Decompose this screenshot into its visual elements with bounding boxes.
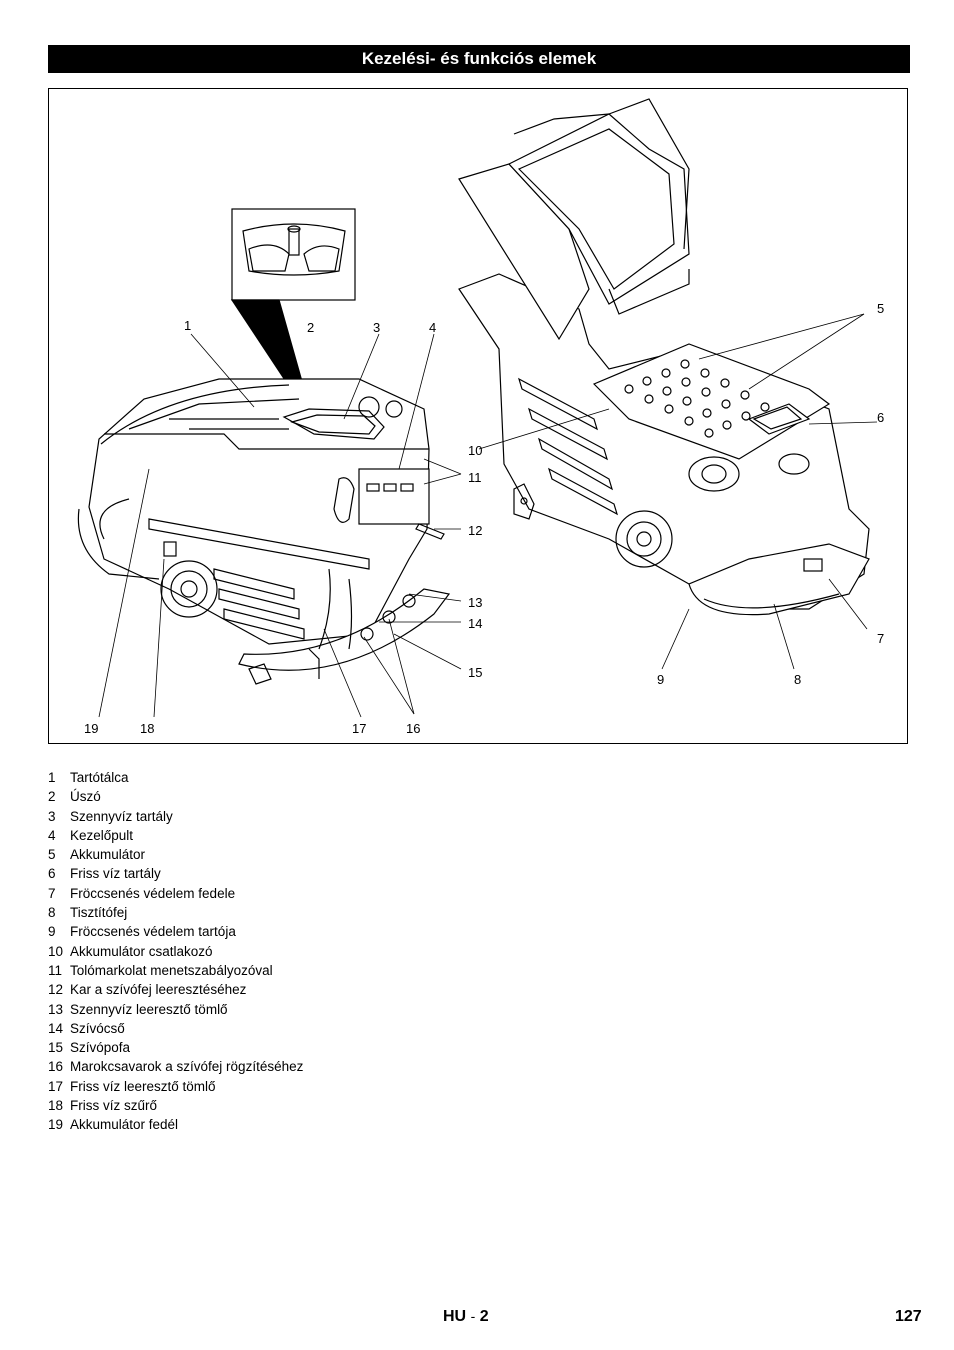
legend-item-text: Szennyvíz leeresztő tömlő	[70, 1001, 228, 1017]
callout-7: 7	[877, 631, 885, 646]
legend-item-text: Fröccsenés védelem fedele	[70, 885, 236, 901]
legend-item-number: 12	[48, 982, 64, 998]
callout-17: 17	[352, 721, 367, 736]
legend-item: 4 Kezelőpult	[48, 826, 448, 845]
float-detail-inset	[231, 208, 356, 301]
legend-item: 6 Friss víz tartály	[48, 864, 448, 883]
callout-2: 2	[307, 320, 315, 335]
legend-item-number: 13	[48, 1001, 64, 1017]
callout-5: 5	[877, 301, 885, 316]
legend-item-number: 14	[48, 1020, 64, 1036]
legend-item-number: 7	[48, 885, 56, 901]
legend-item-text: Szívópofa	[70, 1040, 131, 1056]
legend-item-number: 2	[48, 789, 56, 805]
callout-8: 8	[794, 672, 802, 687]
machine-left-view	[77, 378, 451, 685]
legend-item-text: Akkumulátor fedél	[70, 1117, 179, 1133]
legend-item-text: Kar a szívófej leeresztéséhez	[70, 982, 247, 998]
legend-item-text: Tisztítófej	[70, 905, 128, 921]
legend-item: 13 Szennyvíz leeresztő tömlő	[48, 1000, 448, 1019]
callout-15: 15	[468, 665, 483, 680]
legend-item: 16 Marokcsavarok a szívófej rögzítéséhez	[48, 1057, 448, 1076]
machine-right-view	[458, 98, 870, 616]
legend-item-text: Szennyvíz tartály	[70, 808, 173, 824]
legend-item-number: 1	[48, 770, 56, 785]
machine-figure: 1 2 3 4 5 6 7 8 9 10 11 12 13 14 15 16 1…	[48, 88, 908, 744]
footer-dash: -	[470, 1308, 476, 1324]
legend-item: 17 Friss víz leeresztő tömlő	[48, 1077, 448, 1096]
legend-item-number: 5	[48, 847, 56, 863]
legend-item-number: 3	[48, 808, 56, 824]
legend-item: 9 Fröccsenés védelem tartója	[48, 922, 448, 941]
legend-item: 19 Akkumulátor fedél	[48, 1115, 448, 1134]
legend-item: 5 Akkumulátor	[48, 845, 448, 864]
legend-item: 14 Szívócső	[48, 1019, 448, 1038]
legend-item-number: 17	[48, 1078, 64, 1094]
footer-section-number: 2	[479, 1308, 489, 1325]
callout-10: 10	[468, 443, 483, 458]
legend-item: 15 Szívópofa	[48, 1038, 448, 1057]
legend-item-text: Tartótálca	[70, 770, 129, 785]
legend-item-number: 18	[48, 1098, 64, 1114]
section-title: Kezelési- és funkciós elemek	[48, 45, 910, 73]
page-number: 127	[895, 1308, 922, 1325]
legend-item-text: Friss víz szűrő	[70, 1098, 158, 1114]
callout-19: 19	[84, 721, 99, 736]
legend-item: 3 Szennyvíz tartály	[48, 807, 448, 826]
callout-14: 14	[468, 616, 483, 631]
legend-item: 8 Tisztítófej	[48, 903, 448, 922]
legend-item: 1 Tartótálca	[48, 768, 448, 787]
legend-item: 12 Kar a szívófej leeresztéséhez	[48, 980, 448, 999]
legend-item: 7 Fröccsenés védelem fedele	[48, 884, 448, 903]
legend-item-text: Fröccsenés védelem tartója	[70, 924, 236, 940]
legend-item-number: 10	[48, 943, 64, 959]
legend-item-number: 4	[48, 827, 56, 843]
legend-item-number: 15	[48, 1040, 64, 1056]
legend-item-text: Friss víz leeresztő tömlő	[70, 1078, 216, 1094]
legend-item: 11 Tolómarkolat menetszabályozóval	[48, 961, 448, 980]
legend-item: 10 Akkumulátor csatlakozó	[48, 942, 448, 961]
legend-item-text: Kezelőpult	[70, 827, 134, 843]
legend-item: 18 Friss víz szűrő	[48, 1096, 448, 1115]
callout-12: 12	[468, 523, 483, 538]
battery-cells	[624, 359, 770, 438]
footer-language: HU	[443, 1308, 467, 1325]
callout-11: 11	[468, 470, 482, 485]
callout-16: 16	[406, 721, 421, 736]
legend-item-text: Akkumulátor csatlakozó	[70, 943, 213, 959]
callout-18: 18	[140, 721, 155, 736]
legend-item-text: Akkumulátor	[70, 847, 146, 863]
callout-4: 4	[429, 320, 437, 335]
callout-1: 1	[184, 318, 192, 333]
legend-item: 2 Úszó	[48, 787, 448, 806]
legend-item-number: 8	[48, 905, 56, 921]
legend-item-text: Szívócső	[70, 1020, 125, 1036]
legend-item-text: Úszó	[70, 789, 101, 805]
legend-list: 1 Tartótálca 2 Úszó 3 Szennyvíz tartály 4 Ke…	[48, 768, 448, 1135]
legend-item-number: 9	[48, 924, 56, 940]
callout-9: 9	[657, 672, 665, 687]
legend-item-text: Marokcsavarok a szívófej rögzítéséhez	[70, 1059, 304, 1075]
legend-item-number: 6	[48, 866, 56, 882]
legend-item-text: Friss víz tartály	[70, 866, 161, 882]
legend-item-number: 19	[48, 1117, 64, 1133]
legend-item-text: Tolómarkolat menetszabályozóval	[70, 962, 273, 978]
footer-language-section: HU - 2	[443, 1308, 489, 1326]
machine-illustration	[77, 98, 878, 718]
callout-6: 6	[877, 410, 885, 425]
leader-lines	[98, 313, 878, 718]
callout-3: 3	[373, 320, 381, 335]
callout-13: 13	[468, 595, 483, 610]
legend-item-number: 16	[48, 1059, 64, 1075]
legend-item-number: 11	[48, 962, 63, 978]
